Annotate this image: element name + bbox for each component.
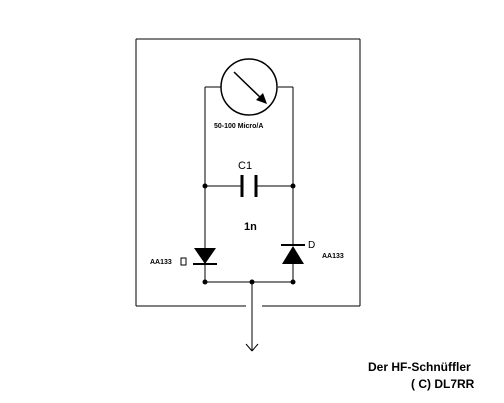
- diode-left-label: AA133: [150, 259, 172, 266]
- diode-left-marker-icon: [180, 257, 187, 266]
- credit-title: Der HF-Schnüffler: [368, 360, 471, 374]
- diode-right-marker: D: [308, 240, 315, 251]
- diode-right-icon: [281, 244, 305, 264]
- capacitor-name: C1: [238, 160, 252, 172]
- diode-left-icon: [193, 248, 217, 265]
- circuit-wires: [204, 86, 294, 350]
- enclosure-box: [135, 38, 361, 307]
- junction-dots: [202, 183, 296, 285]
- diode-right-label: AA133: [322, 253, 344, 260]
- capacitor-icon: [240, 175, 258, 197]
- meter-icon: [220, 58, 278, 116]
- credit-author: ( C) DL7RR: [411, 377, 475, 391]
- meter-label: 50-100 Micro/A: [214, 123, 263, 130]
- capacitor-value: 1n: [244, 221, 257, 233]
- arrow-down-icon: [245, 343, 259, 352]
